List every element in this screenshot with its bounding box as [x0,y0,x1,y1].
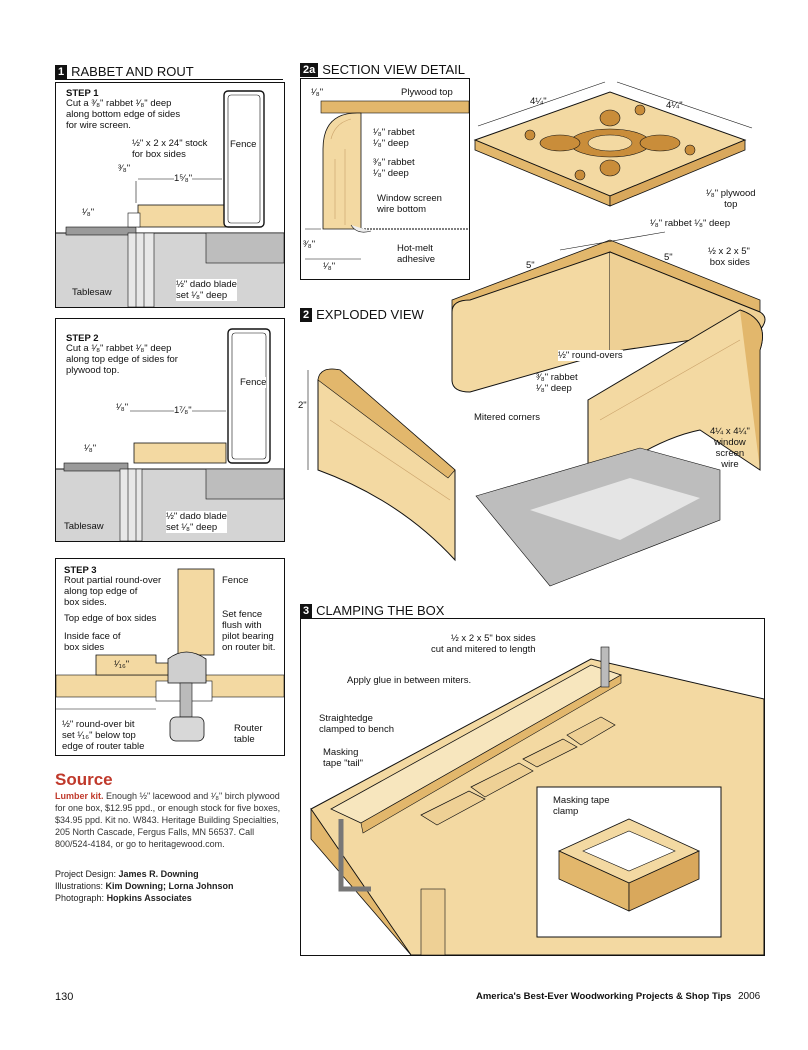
step1-diagram [56,90,284,307]
step1-blade-label: ½" dado blade set ¹⁄₈" deep [176,279,237,301]
credit-illus-name: Kim Downing; Lorna Johnson [105,881,234,891]
step3-text: Rout partial round-over along top edge o… [64,575,162,608]
page-number: 130 [55,991,74,1003]
panel1-header: 1 RABBET AND ROUT [55,64,194,79]
credit-design: Project Design: James R. Downing [55,868,295,880]
section-view-box: ¹⁄₈" Plywood top ¹⁄₈" rabbet ¹⁄₈" deep ³… [300,78,470,280]
step1-dim-c: ¹⁄₈" [82,207,95,218]
step3-title: STEP 3 [64,565,97,576]
step2-title: STEP 2 [66,333,99,344]
panel2-number: 2 [300,307,313,322]
exploded-dim-2: 2" [298,400,307,411]
step2-fence-label: Fence [240,377,267,388]
credit-illus-label: Illustrations: [55,881,104,891]
panel3-header: 3 CLAMPING THE BOX [300,603,444,618]
step2-dim-a: ¹⁄₈" [116,402,129,413]
section-dim-top: ¹⁄₈" [311,87,324,98]
exploded-mitered-label: Mitered corners [474,412,540,423]
step1-text: Cut a ³⁄₈" rabbet ¹⁄₈" deep along bottom… [66,98,181,131]
step1-stock-label: ½" x 2 x 24" stock for box sides [132,138,208,160]
section-rabbet1-label: ¹⁄₈" rabbet ¹⁄₈" deep [373,127,415,149]
clamping-tape-tail-label: Masking tape "tail" [323,747,364,769]
exploded-rabbet-top-label: ¹⁄₈" rabbet ¹⁄₈" deep [650,218,731,229]
exploded-dim-w2: 4¼" [666,100,683,111]
step3-fence-label: Fence [222,575,249,586]
step2-text: Cut a ¹⁄₈" rabbet ¹⁄₈" deep along top ed… [66,343,178,376]
source-body: Lumber kit. Enough ½" lacewood and ¹⁄₈" … [55,790,285,850]
exploded-dim-w1: 4¼" [530,96,547,107]
source-text: Enough ½" lacewood and ¹⁄₈" birch plywoo… [55,791,281,849]
footer-year: 2006 [738,991,761,1002]
panel2a-title: SECTION VIEW DETAIL [322,62,466,77]
step1-tablesaw-label: Tablesaw [72,287,112,298]
step3-dim: ¹⁄₁₆" [114,659,130,670]
clamping-box: ½ x 2 x 5" box sides cut and mitered to … [300,618,765,956]
section-dim-bottom: ¹⁄₈" [323,261,336,272]
step2-tablesaw-label: Tablesaw [64,521,104,532]
credit-illus: Illustrations: Kim Downing; Lorna Johnso… [55,880,295,892]
panel2-title: EXPLODED VIEW [316,307,424,322]
exploded-dim-5b: 5" [664,252,673,263]
step3-router-label: Router table [234,723,263,745]
step3-set-fence-label: Set fence flush with pilot bearing on ro… [222,609,276,653]
exploded-dim-5a: 5" [526,260,535,271]
section-screen-label: Window screen wire bottom [377,193,442,215]
step1-fence-label: Fence [230,139,257,150]
panel1-rule [55,79,283,80]
credit-photo-label: Photograph: [55,893,105,903]
panel2a-number: 2a [300,62,319,77]
section-plywood-label: Plywood top [401,87,453,98]
step3-bit-label: ½" round-over bit set ¹⁄₁₆" below top ed… [62,719,145,752]
step1-title: STEP 1 [66,88,99,99]
source-lead: Lumber kit. [55,791,104,801]
clamping-glue-label: Apply glue in between miters. [347,675,472,686]
exploded-rabbet-bottom-label: ³⁄₈" rabbet ¹⁄₈" deep [536,372,578,394]
step3-box: STEP 3 Rout partial round-over along top… [55,558,285,756]
step3-diagram [56,568,284,742]
clamping-diagram [310,646,764,955]
section-rabbet2-label: ³⁄₈" rabbet ¹⁄₈" deep [373,157,415,179]
step3-inside-face-label: Inside face of box sides [64,631,121,653]
section-dim-side: ³⁄₈" [303,239,316,250]
credit-photo: Photograph: Hopkins Associates [55,892,295,904]
step2-box: STEP 2 Cut a ¹⁄₈" rabbet ¹⁄₈" deep along… [55,318,285,542]
step2-blade-label: ½" dado blade set ¹⁄₈" deep [166,511,227,533]
step1-dim-a: ³⁄₈" [118,163,131,174]
step2-dim-c: ¹⁄₈" [84,443,97,454]
step1-box: STEP 1 Cut a ³⁄₈" rabbet ¹⁄₈" deep along… [55,82,285,308]
credit-design-name: James R. Downing [118,869,199,879]
credits: Project Design: James R. Downing Illustr… [55,868,295,904]
panel1-number: 1 [55,64,68,79]
panel3-title: CLAMPING THE BOX [316,603,445,618]
exploded-plytop-label: ¹⁄₈" plywood top [706,188,756,210]
exploded-screen-label: 4¼ x 4¼" window screen wire [710,426,750,470]
panel2a-header: 2a SECTION VIEW DETAIL [300,62,465,77]
step3-top-edge-label: Top edge of box sides [64,613,157,624]
step1-dim-b: 1⁵⁄₈" [174,173,193,184]
section-view-diagram [305,100,469,260]
exploded-sides-label: ½ x 2 x 5" box sides [708,246,750,268]
clamping-tape-clamp-label: Masking tape clamp [553,795,610,817]
credit-design-label: Project Design: [55,869,117,879]
panel3-number: 3 [300,603,313,618]
panel1-title: RABBET AND ROUT [71,64,194,79]
footer-book-title: America's Best-Ever Woodworking Projects… [476,991,732,1002]
clamping-sides-label: ½ x 2 x 5" box sides cut and mitered to … [431,633,536,655]
source-title: Source [55,770,113,789]
clamping-straightedge-label: Straightedge clamped to bench [319,713,394,735]
panel2-header: 2 EXPLODED VIEW [300,307,424,322]
exploded-roundovers-label: ½" round-overs [558,350,623,361]
credit-photo-name: Hopkins Associates [106,893,192,903]
step2-dim-b: 1⁷⁄₈" [174,405,192,416]
section-hotmelt-label: Hot-melt adhesive [397,243,436,265]
